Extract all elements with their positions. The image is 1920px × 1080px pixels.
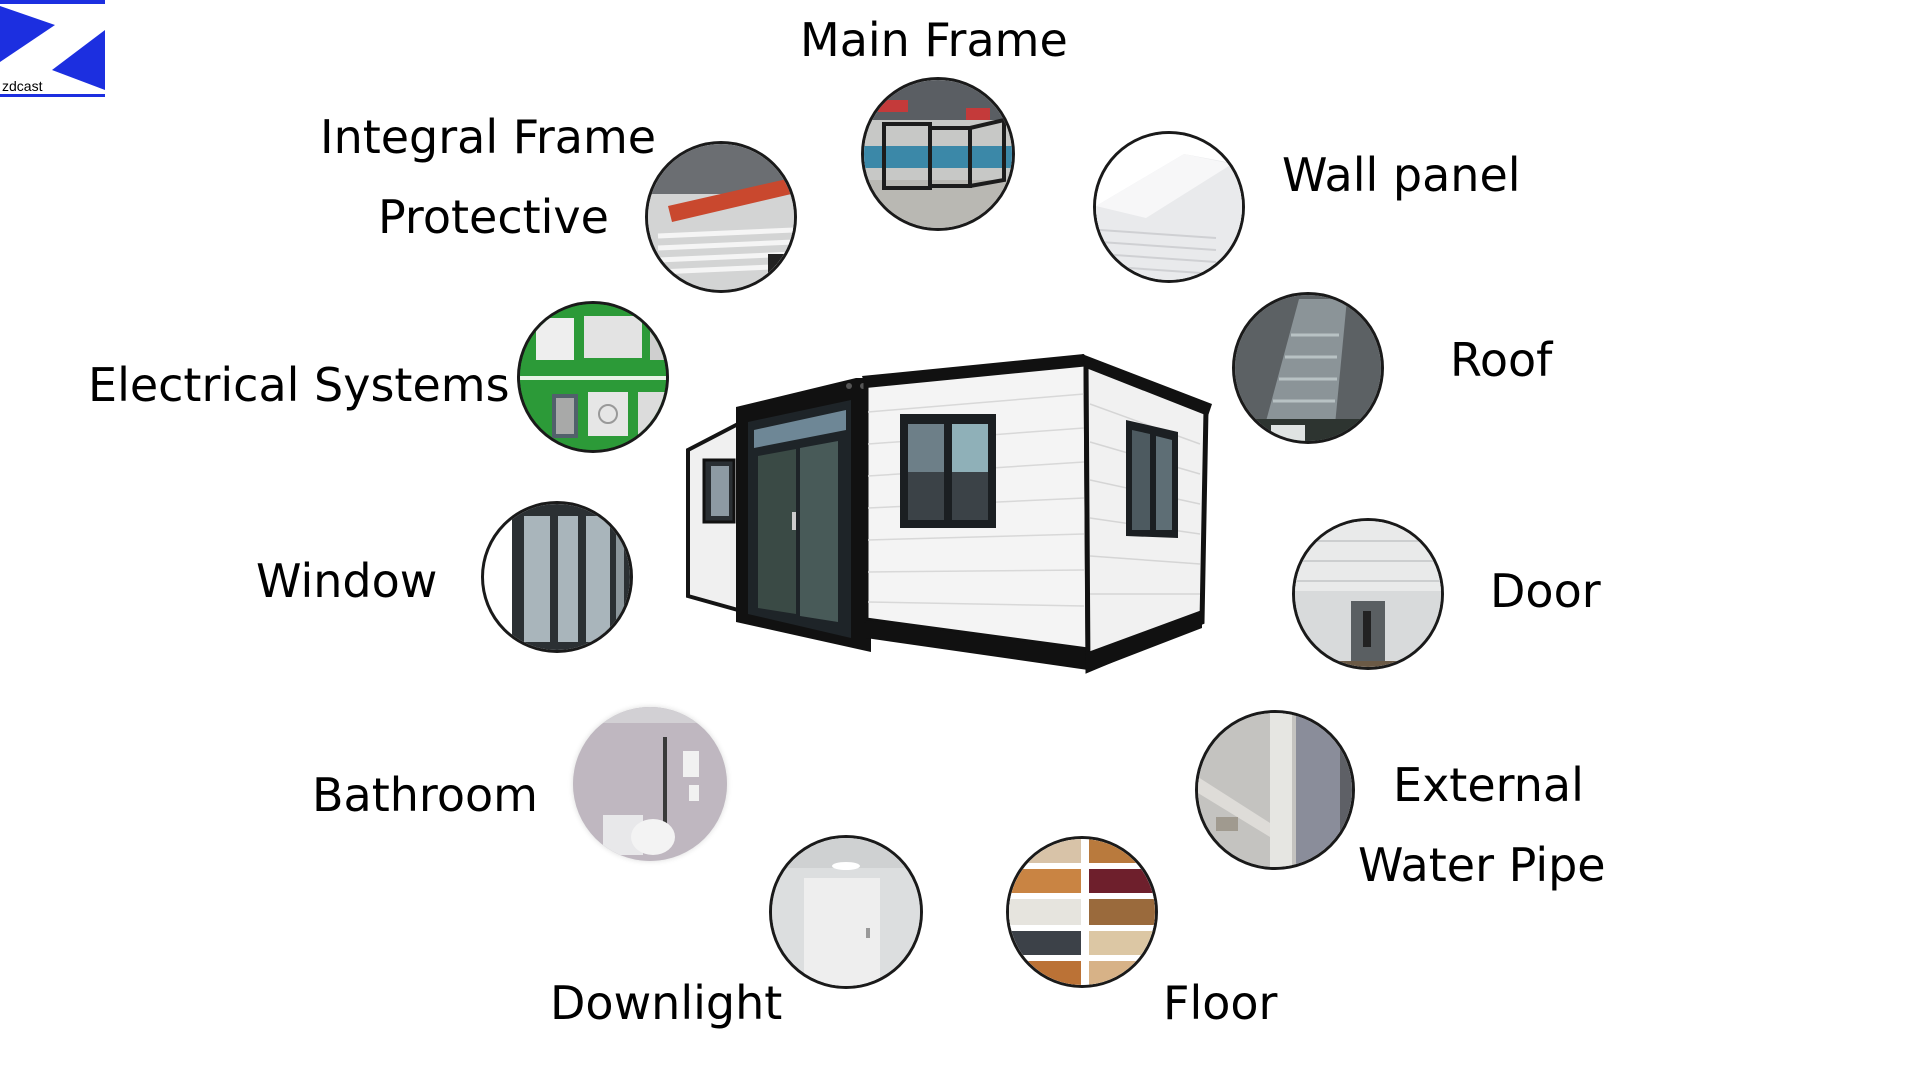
steel-frame-icon <box>864 80 1012 228</box>
label-electrical-systems: Electrical Systems <box>88 358 510 412</box>
floor-samples-icon <box>1009 839 1155 985</box>
zdcast-logo: zdcast <box>0 0 105 97</box>
label-bathroom: Bathroom <box>312 768 538 822</box>
ceiling-light-icon <box>772 838 920 986</box>
label-door: Door <box>1490 564 1601 618</box>
label-main-frame: Main Frame <box>800 13 1068 67</box>
factory-crane-icon <box>648 144 794 290</box>
label-wall-panel: Wall panel <box>1282 148 1521 202</box>
label-roof: Roof <box>1450 333 1553 387</box>
house-illustration <box>686 354 1212 674</box>
label-water-pipe: Water Pipe <box>1358 838 1606 892</box>
window-photo <box>481 501 633 653</box>
floor-photo <box>1006 836 1158 988</box>
label-floor: Floor <box>1163 976 1278 1030</box>
external-water-pipe-photo <box>1195 710 1355 870</box>
door-photo <box>1292 518 1444 670</box>
roof-photo <box>1232 292 1384 444</box>
downlight-photo <box>769 835 923 989</box>
main-frame-photo <box>861 77 1015 231</box>
container-house-image <box>686 352 1216 688</box>
sandwich-panel-icon <box>1096 134 1242 280</box>
label-downlight: Downlight <box>550 976 783 1030</box>
label-external: External <box>1393 758 1584 812</box>
bathroom-icon <box>573 707 727 861</box>
logo-z-icon <box>0 0 105 97</box>
label-window: Window <box>256 554 438 608</box>
water-pipe-icon <box>1198 713 1352 867</box>
integral-frame-photo <box>645 141 797 293</box>
interior-door-icon <box>1295 521 1441 667</box>
window-frame-icon <box>484 504 630 650</box>
electrical-systems-photo <box>517 301 669 453</box>
bathroom-photo <box>573 707 727 861</box>
wall-panel-photo <box>1093 131 1245 283</box>
sockets-icon <box>520 304 666 450</box>
roof-icon <box>1235 295 1381 441</box>
logo-brand-text: zdcast <box>2 78 43 94</box>
label-integral-frame: Integral Frame <box>320 110 657 164</box>
label-protective: Protective <box>378 190 609 244</box>
